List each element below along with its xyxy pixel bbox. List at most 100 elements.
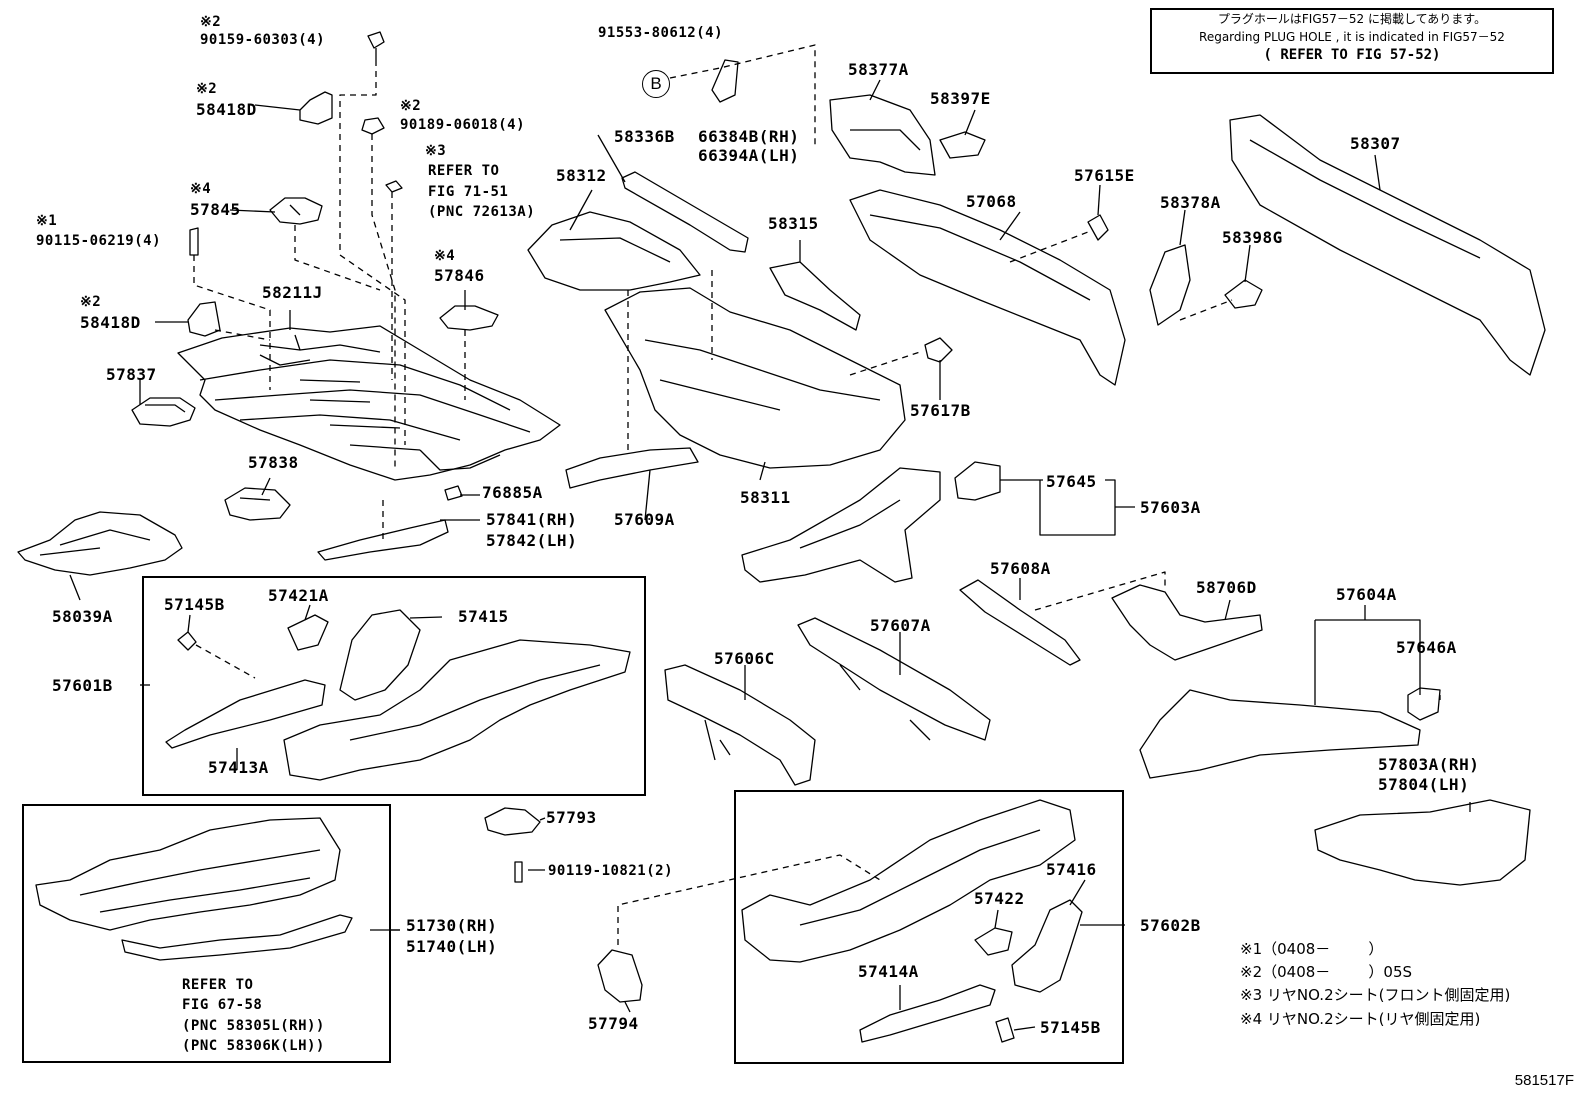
label-90159-60303[interactable]: 90159-60303(4) [200,32,326,48]
part-58397e-drawing [939,131,986,159]
label-57601b[interactable]: 57601B [52,676,113,695]
leader-lines-upper-right [1009,231,1233,321]
label-57416[interactable]: 57416 [1046,860,1097,879]
label-mark-2d: ※2 [80,294,102,310]
label-51740-lh[interactable]: 51740(LH) [406,937,498,956]
label-58706d[interactable]: 58706D [1196,578,1257,597]
label-57414a[interactable]: 57414A [858,962,919,981]
label-57838[interactable]: 57838 [248,453,299,472]
part-57414a-drawing [859,984,996,1043]
label-fig-71-51[interactable]: FIG 71-51 [428,184,509,200]
label-57609a[interactable]: 57609A [614,510,675,529]
label-57415[interactable]: 57415 [458,607,509,626]
part-57793-drawing [484,807,541,836]
label-66384b-rh[interactable]: 66384B(RH) [698,127,800,146]
label-57421a[interactable]: 57421A [268,586,329,605]
label-90115-06219[interactable]: 90115-06219(4) [36,233,162,249]
label-57603a[interactable]: 57603A [1140,498,1201,517]
part-57607a-drawing [797,617,991,741]
label-58418d-top[interactable]: 58418D [196,100,257,119]
label-58377a[interactable]: 58377A [848,60,909,79]
label-76885a[interactable]: 76885A [482,483,543,502]
part-57617b-drawing [924,337,953,363]
part-51730-frame-drawing [35,817,341,931]
leader-lines-solid [69,79,1471,1031]
part-58312-drawing [527,211,701,291]
part-57068-drawing [849,189,1126,386]
label-57606c[interactable]: 57606C [714,649,775,668]
label-pnc-58306k: (PNC 58306K(LH)) [182,1038,325,1054]
part-57602b-rail-drawing [741,799,1076,963]
note-line-1: プラグホールはFIG57－52 に掲載してあります。 [1217,12,1487,26]
label-91553-80612[interactable]: 91553-80612(4) [598,25,724,41]
part-57838-drawing [224,487,291,521]
label-58398g[interactable]: 58398G [1222,228,1283,247]
label-57841-rh[interactable]: 57841(RH) [486,510,578,529]
label-57646a[interactable]: 57646A [1396,638,1457,657]
leader-lines-center [627,44,921,455]
plug-hole-note: プラグホールはFIG57－52 に掲載してあります。 Regarding PLU… [1150,8,1554,74]
label-58211j[interactable]: 58211J [262,283,323,302]
label-57413a[interactable]: 57413A [208,758,269,777]
figure-id: 581517F [1514,1072,1574,1089]
part-58377a-drawing [829,94,936,176]
label-58397e[interactable]: 58397E [930,89,991,108]
label-57842-lh[interactable]: 57842(LH) [486,531,578,550]
part-58039a-drawing [17,511,183,576]
label-57145b-top[interactable]: 57145B [164,595,225,614]
label-58418d-bottom[interactable]: 58418D [80,313,141,332]
label-fig-67-58[interactable]: FIG 67-58 [182,997,263,1013]
label-58336b[interactable]: 58336B [614,127,675,146]
part-57646a-drawing [1407,687,1441,721]
part-57608a-drawing [959,579,1081,666]
label-57608a[interactable]: 57608A [990,559,1051,578]
label-90189-06018[interactable]: 90189-06018(4) [400,117,526,133]
label-58307[interactable]: 58307 [1350,134,1401,153]
label-57645[interactable]: 57645 [1046,472,1097,491]
label-57837[interactable]: 57837 [106,365,157,384]
label-57068[interactable]: 57068 [966,192,1017,211]
label-58378a[interactable]: 58378A [1160,193,1221,212]
callout-bubble-b: B [642,70,670,98]
part-57837-drawing [131,397,196,427]
part-58706d-drawing [1111,584,1263,661]
legend-line-1: ※1（0408－ ） [1240,940,1384,958]
part-57421a-drawing [287,614,329,651]
label-66394a-lh[interactable]: 66394A(LH) [698,146,800,165]
label-57422[interactable]: 57422 [974,889,1025,908]
label-57845[interactable]: 57845 [190,200,241,219]
label-57145b-bottom[interactable]: 57145B [1040,1018,1101,1037]
part-58398g-drawing [1224,279,1263,309]
label-57615e[interactable]: 57615E [1074,166,1135,185]
label-58311[interactable]: 58311 [740,488,791,507]
label-58039a[interactable]: 58039A [52,607,113,626]
part-76885a-drawing [444,485,463,501]
label-58315[interactable]: 58315 [768,214,819,233]
group-box-57602b [734,790,1124,1064]
label-57846[interactable]: 57846 [434,266,485,285]
part-57145b-bot-drawing [995,1017,1015,1043]
label-57607a[interactable]: 57607A [870,616,931,635]
part-57603a-rail-drawing [741,467,941,583]
label-57803a-rh[interactable]: 57803A(RH) [1378,755,1480,774]
label-57617b[interactable]: 57617B [910,401,971,420]
label-57602b[interactable]: 57602B [1140,916,1201,935]
label-mark-2b: ※2 [196,81,218,97]
part-58418d-top-drawing [299,91,333,125]
label-57804-lh[interactable]: 57804(LH) [1378,775,1470,794]
label-57793[interactable]: 57793 [546,808,597,827]
label-90119-10821[interactable]: 90119-10821(2) [548,863,674,879]
label-58312[interactable]: 58312 [556,166,607,185]
note-line-2: Regarding PLUG HOLE , it is indicated in… [1199,30,1505,44]
label-mark-2a: ※2 [200,14,222,30]
part-57413a-drawing [165,679,326,749]
label-57794[interactable]: 57794 [588,1014,639,1033]
part-57841-drawing [317,519,449,561]
leader-lines-left [193,60,466,540]
label-51730-rh[interactable]: 51730(RH) [406,916,498,935]
label-57604a[interactable]: 57604A [1336,585,1397,604]
part-57609a-drawing [565,447,699,489]
part-57416-drawing [1011,899,1083,993]
part-57606c-drawing [664,664,816,786]
